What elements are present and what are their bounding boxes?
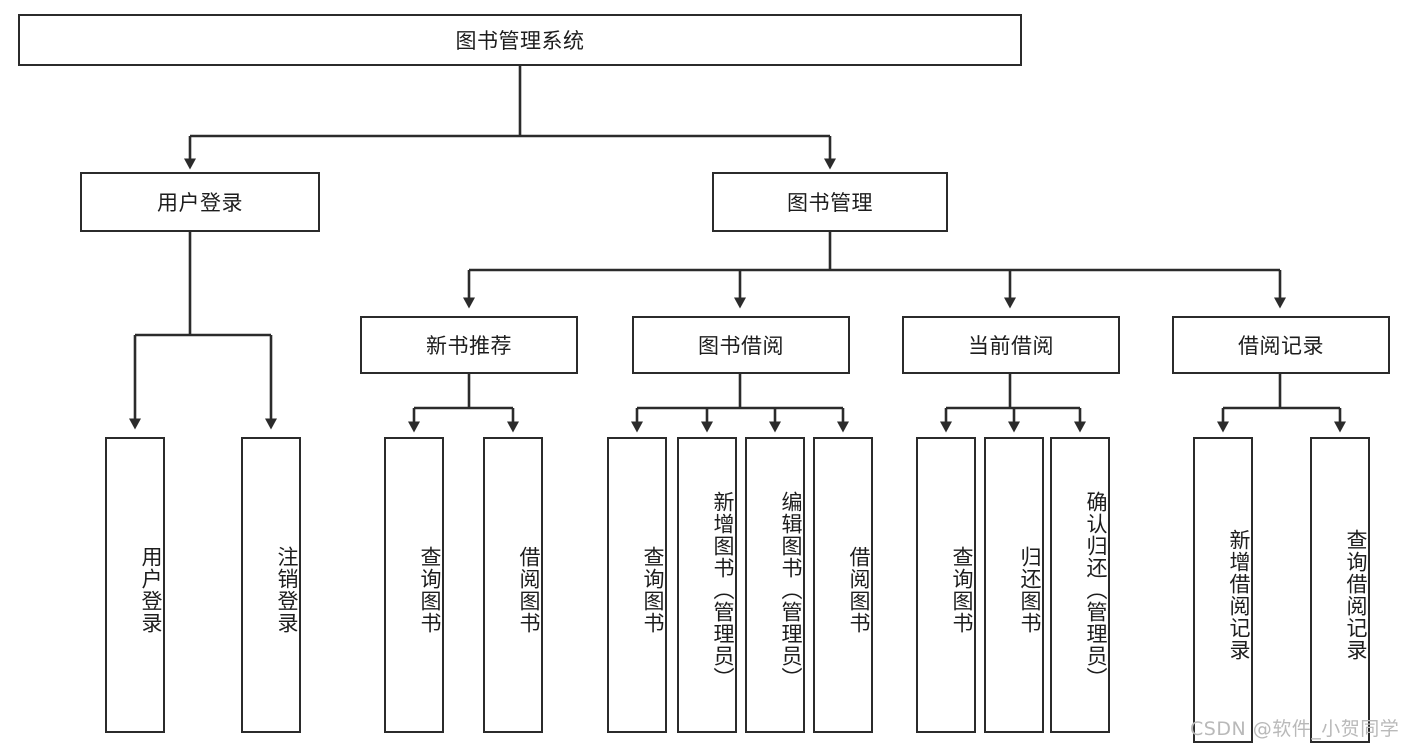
node-label: 确认归还（管理员） [1084,491,1108,689]
node-new-book-recommend[interactable]: 新书推荐 [360,316,578,374]
node-label: 查询图书 [418,546,442,634]
node-label: 借阅记录 [1238,334,1324,358]
leaf-recommend-borrow-book[interactable]: 借阅图书 [483,437,543,733]
leaf-current-query-book[interactable]: 查询图书 [916,437,976,733]
node-label: 编辑图书（管理员） [779,491,803,689]
leaf-borrow-borrow-book[interactable]: 借阅图书 [813,437,873,733]
leaf-recommend-query-book[interactable]: 查询图书 [384,437,444,733]
node-label: 当前借阅 [968,334,1054,358]
leaf-records-query-record[interactable]: 查询借阅记录 [1310,437,1370,743]
node-book-borrow[interactable]: 图书借阅 [632,316,850,374]
node-label: 图书管理 [787,191,873,215]
node-label: 归还图书 [1018,546,1042,634]
leaf-records-add-record[interactable]: 新增借阅记录 [1193,437,1253,743]
node-label: 图书借阅 [698,334,784,358]
node-label: 注销登录 [275,546,299,634]
node-borrow-records[interactable]: 借阅记录 [1172,316,1390,374]
node-label: 用户登录 [157,191,243,215]
node-user-login[interactable]: 用户登录 [80,172,320,232]
leaf-current-return-book[interactable]: 归还图书 [984,437,1044,733]
node-label: 用户登录 [139,546,163,634]
leaf-borrow-query-book[interactable]: 查询图书 [607,437,667,733]
node-label: 查询图书 [950,546,974,634]
node-current-borrow[interactable]: 当前借阅 [902,316,1120,374]
node-label: 图书管理系统 [455,29,585,53]
node-label: 新书推荐 [426,334,512,358]
node-label: 新增图书（管理员） [711,491,735,689]
leaf-borrow-edit-book-admin[interactable]: 编辑图书（管理员） [745,437,805,733]
node-book-management[interactable]: 图书管理 [712,172,948,232]
leaf-current-confirm-return-admin[interactable]: 确认归还（管理员） [1050,437,1110,733]
node-label: 新增借阅记录 [1227,529,1251,661]
node-label: 查询借阅记录 [1344,529,1368,661]
node-root-system[interactable]: 图书管理系统 [18,14,1022,66]
leaf-borrow-add-book-admin[interactable]: 新增图书（管理员） [677,437,737,733]
node-label: 查询图书 [641,546,665,634]
leaf-user-login-logout[interactable]: 注销登录 [241,437,301,733]
csdn-watermark: CSDN @软件_小贺同学 [1190,718,1400,740]
leaf-user-login-login[interactable]: 用户登录 [105,437,165,733]
node-label: 借阅图书 [517,546,541,634]
node-label: 借阅图书 [847,546,871,634]
